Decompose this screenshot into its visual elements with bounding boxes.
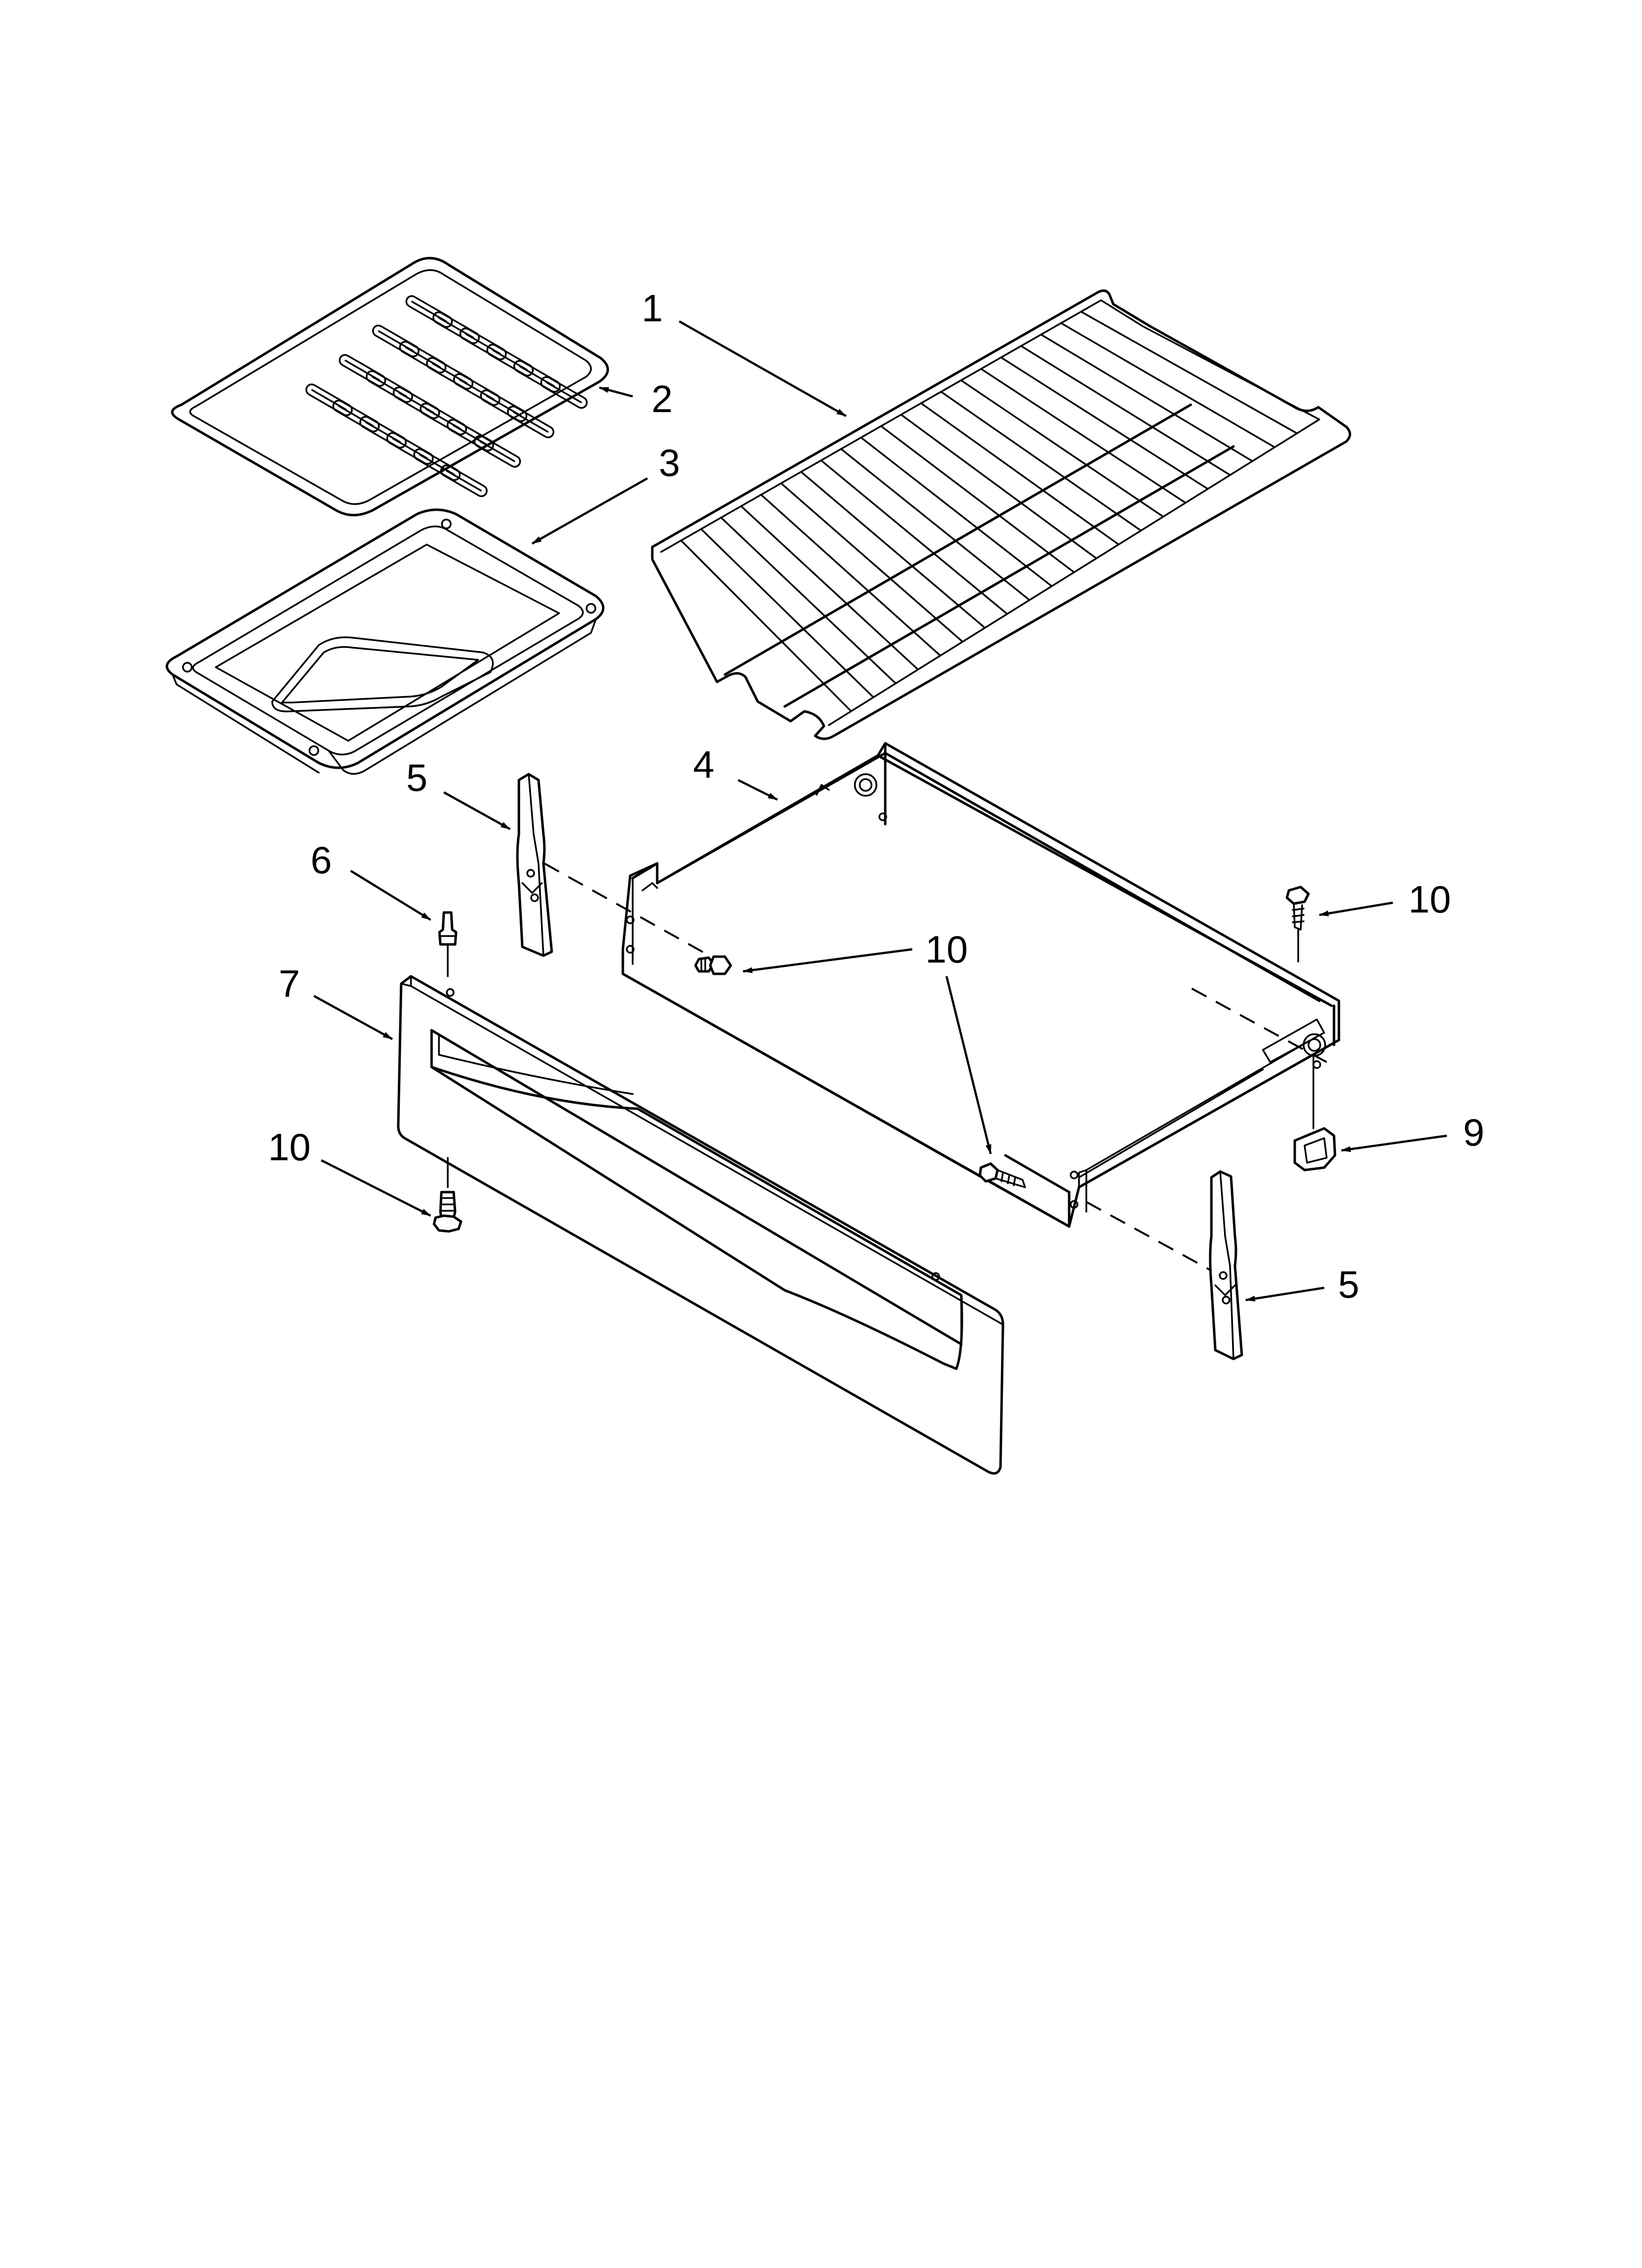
oven-rack-bar: [700, 528, 874, 699]
callout-4: 4: [693, 743, 714, 786]
leader-9: [1341, 1134, 1447, 1152]
leader-2: [599, 386, 633, 398]
leader-7: [313, 995, 393, 1040]
oven-rack-bar: [960, 379, 1164, 518]
oven-rack-bar: [800, 471, 986, 629]
oven-rack-bar: [880, 425, 1075, 574]
leader-4: [737, 779, 778, 801]
oven-rack-bar: [740, 505, 919, 671]
callout-1: 1: [641, 287, 663, 330]
broiler-grid-slot-inner: [479, 441, 515, 462]
oven-rack-bar: [940, 391, 1142, 532]
oven-rack-bar: [1000, 356, 1209, 490]
screw-right-top: [1285, 886, 1310, 963]
oven-rack-bar: [760, 494, 942, 657]
drawer-front-panel: [397, 975, 1004, 1475]
leader-lines: [313, 320, 1447, 1302]
leader-10b-right: [945, 976, 992, 1154]
leader-1: [678, 320, 847, 417]
oven-rack-bar: [860, 437, 1053, 587]
broiler-grid-slot-set: [305, 295, 588, 497]
callout-2: 2: [651, 377, 672, 420]
leader-5a: [443, 791, 511, 830]
leader-6: [350, 870, 432, 921]
leader-10a: [1319, 901, 1393, 916]
callout-10-center: 10: [925, 928, 968, 971]
oven-rack-bar: [680, 539, 852, 712]
leader-10c: [320, 1159, 432, 1217]
broiler-pan: [165, 508, 605, 775]
broiler-grid-slot: [507, 405, 555, 439]
oven-rack-bar: [1060, 322, 1276, 448]
broiler-grid-slot-inner: [513, 411, 549, 433]
stud-part: [438, 911, 458, 977]
callout-9: 9: [1463, 1111, 1484, 1154]
oven-rack-bar: [1080, 311, 1298, 435]
broiler-grid-slot: [473, 435, 521, 468]
screw-center-left: [694, 955, 732, 975]
callout-5-left: 5: [406, 756, 427, 799]
slide-alignment-line-right: [1086, 1201, 1212, 1272]
screw-center: [978, 1162, 1026, 1188]
drawer-slide-right: [1209, 1170, 1243, 1360]
callout-7: 7: [279, 962, 300, 1005]
oven-rack-bar: [720, 517, 897, 684]
oven-rack-bar: [780, 482, 964, 643]
oven-rack-bar: [820, 459, 1008, 615]
callout-6: 6: [310, 838, 332, 882]
broiler-grid: [171, 257, 609, 517]
leader-10b-left: [743, 948, 913, 973]
screw-front-bottom: [433, 1157, 462, 1233]
oven-rack-bars: [680, 311, 1298, 712]
oven-rack-bar: [1040, 334, 1254, 462]
callout-10-front-bottom: 10: [268, 1125, 311, 1169]
oven-rack-bar: [840, 448, 1030, 601]
broiler-grid-slot-inner: [446, 470, 482, 492]
oven-rack: [651, 289, 1351, 740]
callout-10-right-top: 10: [1409, 878, 1451, 921]
oven-rack-bar: [980, 368, 1187, 504]
oven-rack-bar: [920, 402, 1120, 546]
broiler-grid-slot: [540, 376, 588, 409]
leader-3: [531, 477, 648, 545]
clip-part: [1293, 1054, 1336, 1172]
slide-alignment-line-left: [544, 862, 712, 958]
callout-3: 3: [659, 441, 680, 484]
broiler-grid-slot-inner: [546, 382, 582, 403]
broiler-grid-slot: [440, 464, 488, 497]
leader-5b: [1245, 1286, 1325, 1302]
callout-labels: 1 2 3 4 5 5 6 7 9 10 10 10: [268, 287, 1485, 1306]
callout-5-right: 5: [1338, 1263, 1359, 1306]
oven-rack-bar: [900, 414, 1098, 559]
oven-rack-bar: [1020, 345, 1231, 476]
drawer-body: [621, 742, 1340, 1228]
drawer-slide-left: [516, 773, 553, 957]
